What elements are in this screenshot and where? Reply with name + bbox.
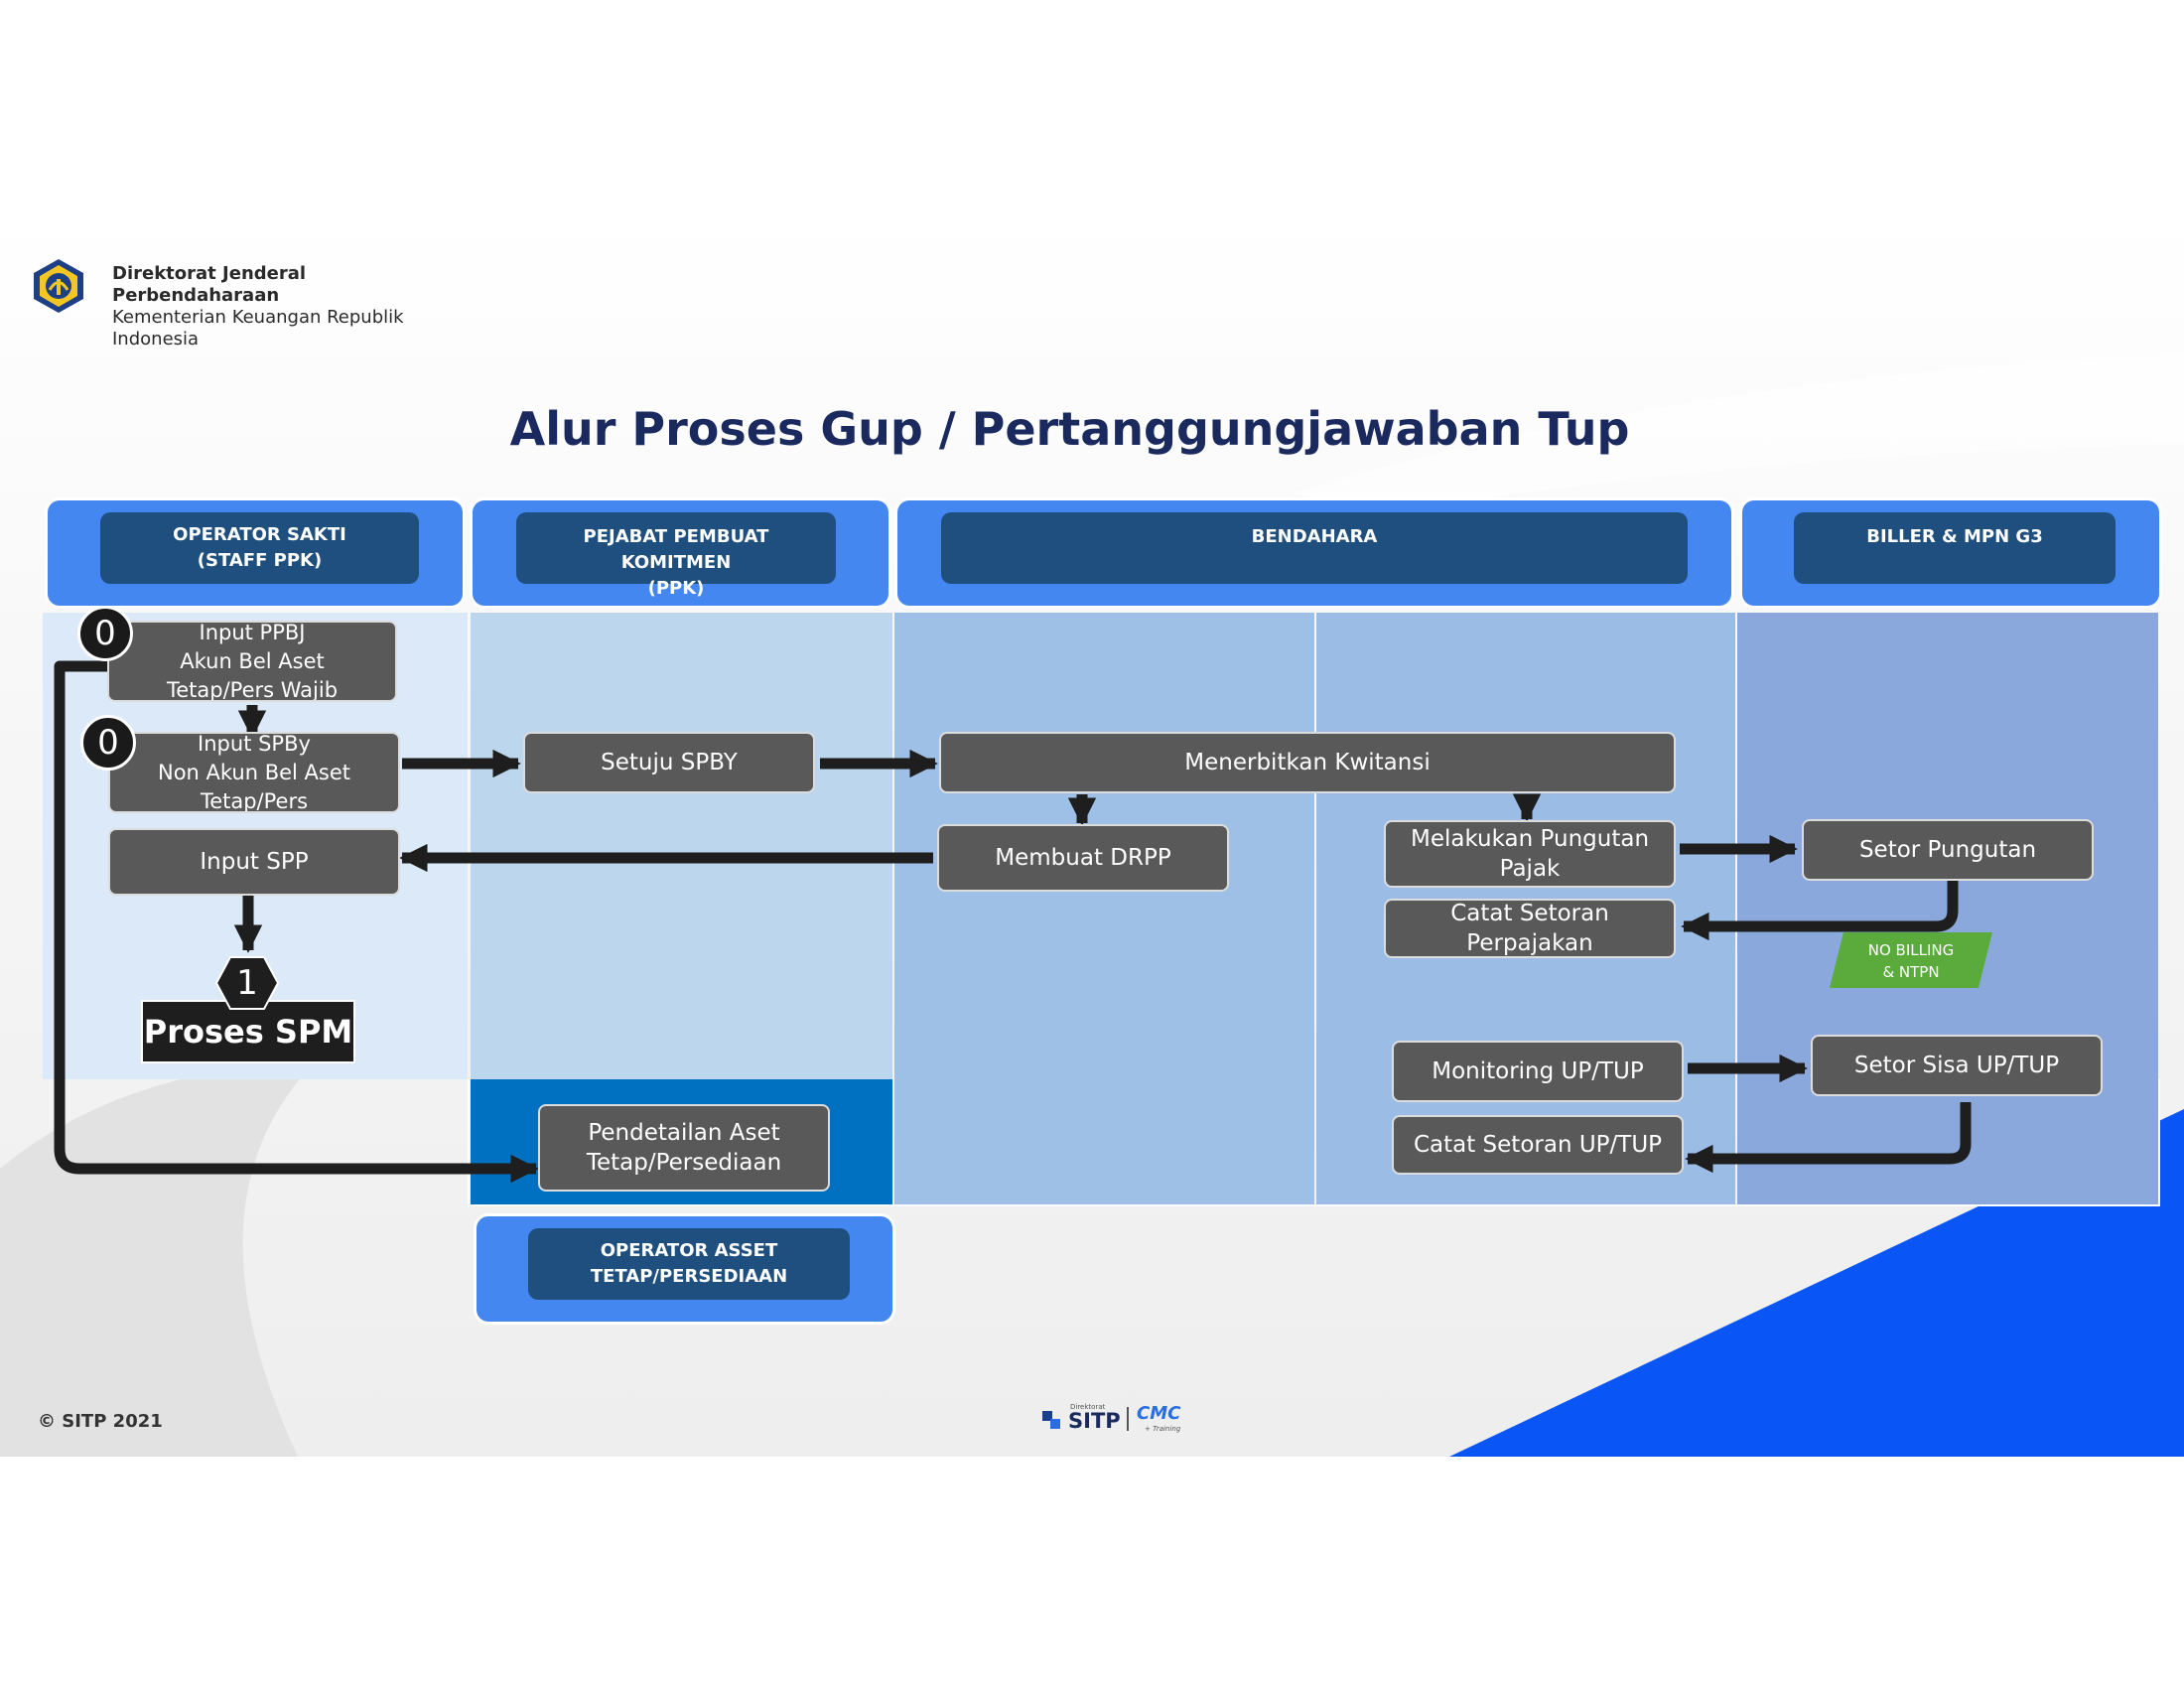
step-line: Perpajakan bbox=[1466, 930, 1593, 956]
connector-label: 1 bbox=[236, 963, 258, 1003]
lane-label-line: OPERATOR ASSET bbox=[600, 1240, 778, 1261]
step-line: Melakukan Pungutan bbox=[1410, 826, 1650, 852]
start-marker-a: 0 bbox=[77, 606, 133, 661]
kemenkeu-emblem-icon bbox=[34, 259, 83, 313]
step-catat-setoran-up-tup[interactable]: Catat Setoran UP/TUP bbox=[1394, 1117, 1682, 1173]
step-line: Pajak bbox=[1499, 856, 1561, 882]
step-pendetailan-aset[interactable]: Pendetailan Aset Tetap/Persediaan bbox=[540, 1106, 828, 1190]
sitp-logo-small: Direktorat bbox=[1070, 1403, 1106, 1411]
billing-tag-line: & NTPN bbox=[1882, 963, 1940, 981]
footer-logo: Direktorat SITP CMC + Training bbox=[1042, 1403, 1191, 1437]
org-name-line2: Perbendaharaan bbox=[112, 285, 280, 306]
step-input-ppbj[interactable]: Input PPBJ Akun Bel Aset Tetap/Pers Waji… bbox=[109, 623, 395, 700]
lane-label-line: (PPK) bbox=[647, 578, 705, 599]
flow-connectors bbox=[54, 660, 1972, 1184]
arrow-ppbj-to-pendetailan bbox=[54, 660, 539, 1184]
lane-label-operator-asset: OPERATOR ASSET TETAP/PERSEDIAAN bbox=[528, 1228, 850, 1300]
org-name-line4: Indonesia bbox=[112, 329, 200, 350]
step-line: Catat Setoran bbox=[1450, 901, 1609, 926]
step-line: Input PPBJ bbox=[199, 623, 306, 644]
lane-label-line: PEJABAT PEMBUAT bbox=[583, 526, 769, 547]
footer-logo-divider bbox=[1127, 1407, 1129, 1431]
step-input-spp[interactable]: Input SPP bbox=[110, 830, 398, 894]
step-line: Tetap/Pers bbox=[200, 788, 309, 812]
cmc-logo-sub: + Training bbox=[1145, 1425, 1181, 1433]
lane-label-line: OPERATOR SAKTI bbox=[173, 524, 346, 545]
org-name-line3: Kementerian Keuangan Republik bbox=[112, 307, 404, 328]
cmc-logo-text: CMC bbox=[1137, 1403, 1181, 1424]
step-input-spby[interactable]: Input SPBy Non Akun Bel Aset Tetap/Pers bbox=[110, 734, 398, 811]
arrow-setor-to-catat-pajak bbox=[1681, 879, 1959, 941]
step-proses-spm[interactable]: Proses SPM bbox=[141, 1000, 355, 1063]
step-line: Tetap/Pers Wajib bbox=[166, 677, 339, 701]
sitp-logo-text: SITP bbox=[1068, 1409, 1121, 1433]
copyright: © SITP 2021 bbox=[38, 1411, 163, 1432]
lane-label-operator-sakti: OPERATOR SAKTI (STAFF PPK) bbox=[100, 512, 419, 584]
step-line: Input SPBy bbox=[198, 734, 311, 756]
step-line: Non Akun Bel Aset bbox=[157, 760, 350, 784]
billing-tag-line: NO BILLING bbox=[1867, 941, 1955, 959]
slide: Direktorat Jenderal Perbendaharaan Kemen… bbox=[0, 215, 2184, 1457]
start-marker-b: 0 bbox=[80, 715, 136, 771]
lane-label-biller: BILLER & MPN G3 bbox=[1794, 512, 2116, 584]
step-melakukan-pungutan-pajak[interactable]: Melakukan Pungutan Pajak bbox=[1386, 822, 1674, 886]
lane-label-line: KOMITMEN bbox=[620, 552, 732, 573]
page-title: Alur Proses Gup / Pertanggungjawaban Tup bbox=[509, 402, 1630, 456]
lane-body-bendahara-left bbox=[894, 613, 1314, 1204]
step-catat-setoran-perpajakan[interactable]: Catat Setoran Perpajakan bbox=[1386, 901, 1674, 956]
org-name-line1: Direktorat Jenderal bbox=[112, 263, 307, 284]
sitp-logo-square-icon bbox=[1042, 1411, 1052, 1421]
connector-hexagon-icon bbox=[214, 956, 280, 1010]
step-monitoring-up-tup[interactable]: Monitoring UP/TUP bbox=[1394, 1043, 1682, 1100]
step-membuat-drpp[interactable]: Membuat DRPP bbox=[939, 826, 1227, 890]
step-setuju-spby[interactable]: Setuju SPBY bbox=[525, 734, 813, 791]
step-line: Tetap/Persediaan bbox=[586, 1150, 782, 1176]
step-setor-sisa-up-tup[interactable]: Setor Sisa UP/TUP bbox=[1813, 1037, 2101, 1094]
step-setor-pungutan[interactable]: Setor Pungutan bbox=[1804, 821, 2092, 879]
lane-label-bendahara: BENDAHARA bbox=[941, 512, 1688, 584]
lane-label-ppk: PEJABAT PEMBUAT KOMITMEN (PPK) bbox=[516, 512, 836, 599]
org-name-block: Direktorat Jenderal Perbendaharaan Kemen… bbox=[112, 263, 450, 351]
lane-label-line: TETAP/PERSEDIAAN bbox=[590, 1266, 788, 1287]
arrow-setor-sisa-to-catat bbox=[1685, 1102, 1972, 1174]
sitp-logo-square-icon bbox=[1050, 1419, 1060, 1429]
step-line: Akun Bel Aset bbox=[180, 648, 325, 673]
lane-body-ppk bbox=[471, 613, 892, 1079]
billing-tag: NO BILLING & NTPN bbox=[1837, 934, 1985, 988]
step-menerbitkan-kwitansi[interactable]: Menerbitkan Kwitansi bbox=[941, 734, 1674, 791]
lane-label-line: (STAFF PPK) bbox=[197, 550, 323, 571]
step-line: Pendetailan Aset bbox=[588, 1120, 780, 1146]
